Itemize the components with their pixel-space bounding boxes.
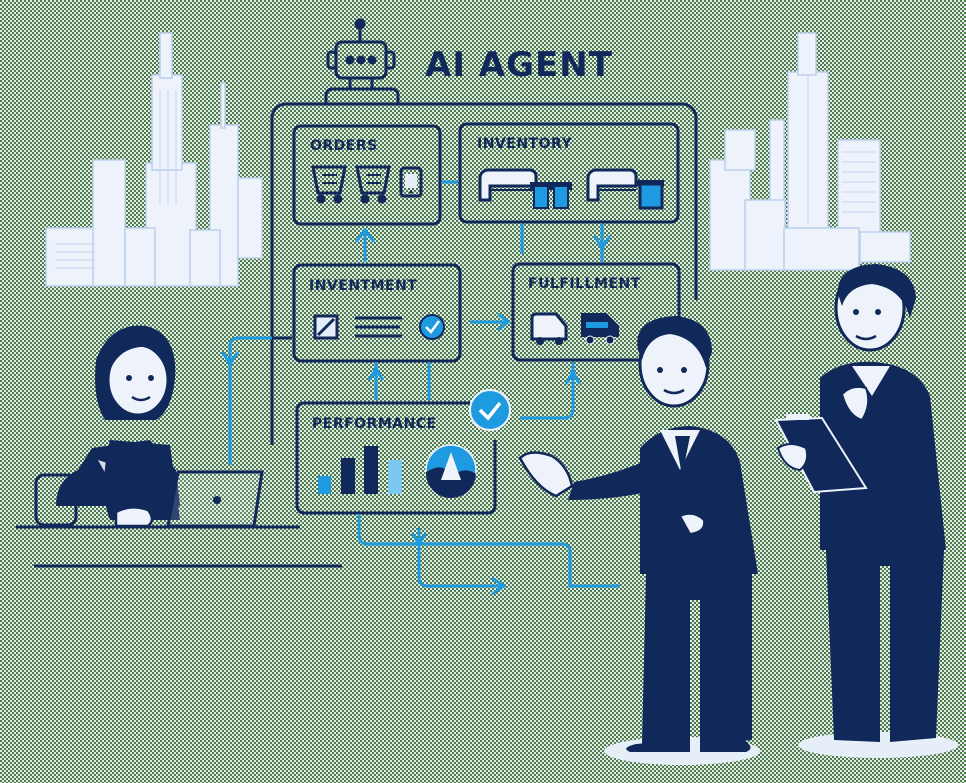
page-title: AI AGENT: [425, 45, 613, 85]
robot-icon: [324, 18, 400, 103]
laptop-icon: [166, 470, 264, 528]
orders-module: ORDERS: [292, 124, 442, 226]
inventment-module: INVENTMENT: [292, 263, 462, 363]
performance-module: PERFORMANCE: [295, 401, 497, 515]
agent-frame: [270, 102, 698, 445]
box-icon: [636, 180, 664, 210]
performance-label: PERFORMANCE: [312, 416, 437, 432]
flow-connectors: [357, 514, 620, 596]
inventory-label: INVENTORY: [477, 136, 573, 152]
orders-label: ORDERS: [310, 138, 378, 154]
van-icon: [530, 312, 568, 345]
check-circle-icon: [419, 314, 445, 340]
couch-icon: [478, 168, 538, 202]
tablet-icon: [399, 166, 423, 198]
fulfillment-module: FULFILLMENT: [511, 262, 681, 362]
inventory-module: INVENTORY: [458, 122, 680, 224]
shopping-cart-icon: [311, 165, 347, 204]
list-icon: [355, 316, 402, 338]
city-skyline-left: [45, 32, 263, 287]
city-skyline-right: [709, 32, 911, 271]
flow-connectors: [354, 224, 612, 262]
woman-at-laptop: [34, 325, 180, 528]
couch-icon: [586, 168, 638, 202]
checkbox-icon: [313, 314, 339, 340]
man-with-clipboard: [774, 264, 958, 758]
fulfillment-label: FULFILLMENT: [528, 276, 641, 292]
shopping-cart-icon: [355, 165, 391, 204]
flow-connectors: [220, 336, 582, 465]
box-icon: [530, 182, 572, 209]
inventment-label: INVENTMENT: [309, 278, 417, 294]
arrow-right-icon: [470, 312, 511, 332]
truck-icon: [581, 313, 619, 345]
pie-chart-icon: [425, 444, 477, 499]
bar-chart-icon: [318, 446, 402, 494]
presenting-man: [518, 316, 760, 765]
check-circle-icon: [469, 389, 511, 431]
